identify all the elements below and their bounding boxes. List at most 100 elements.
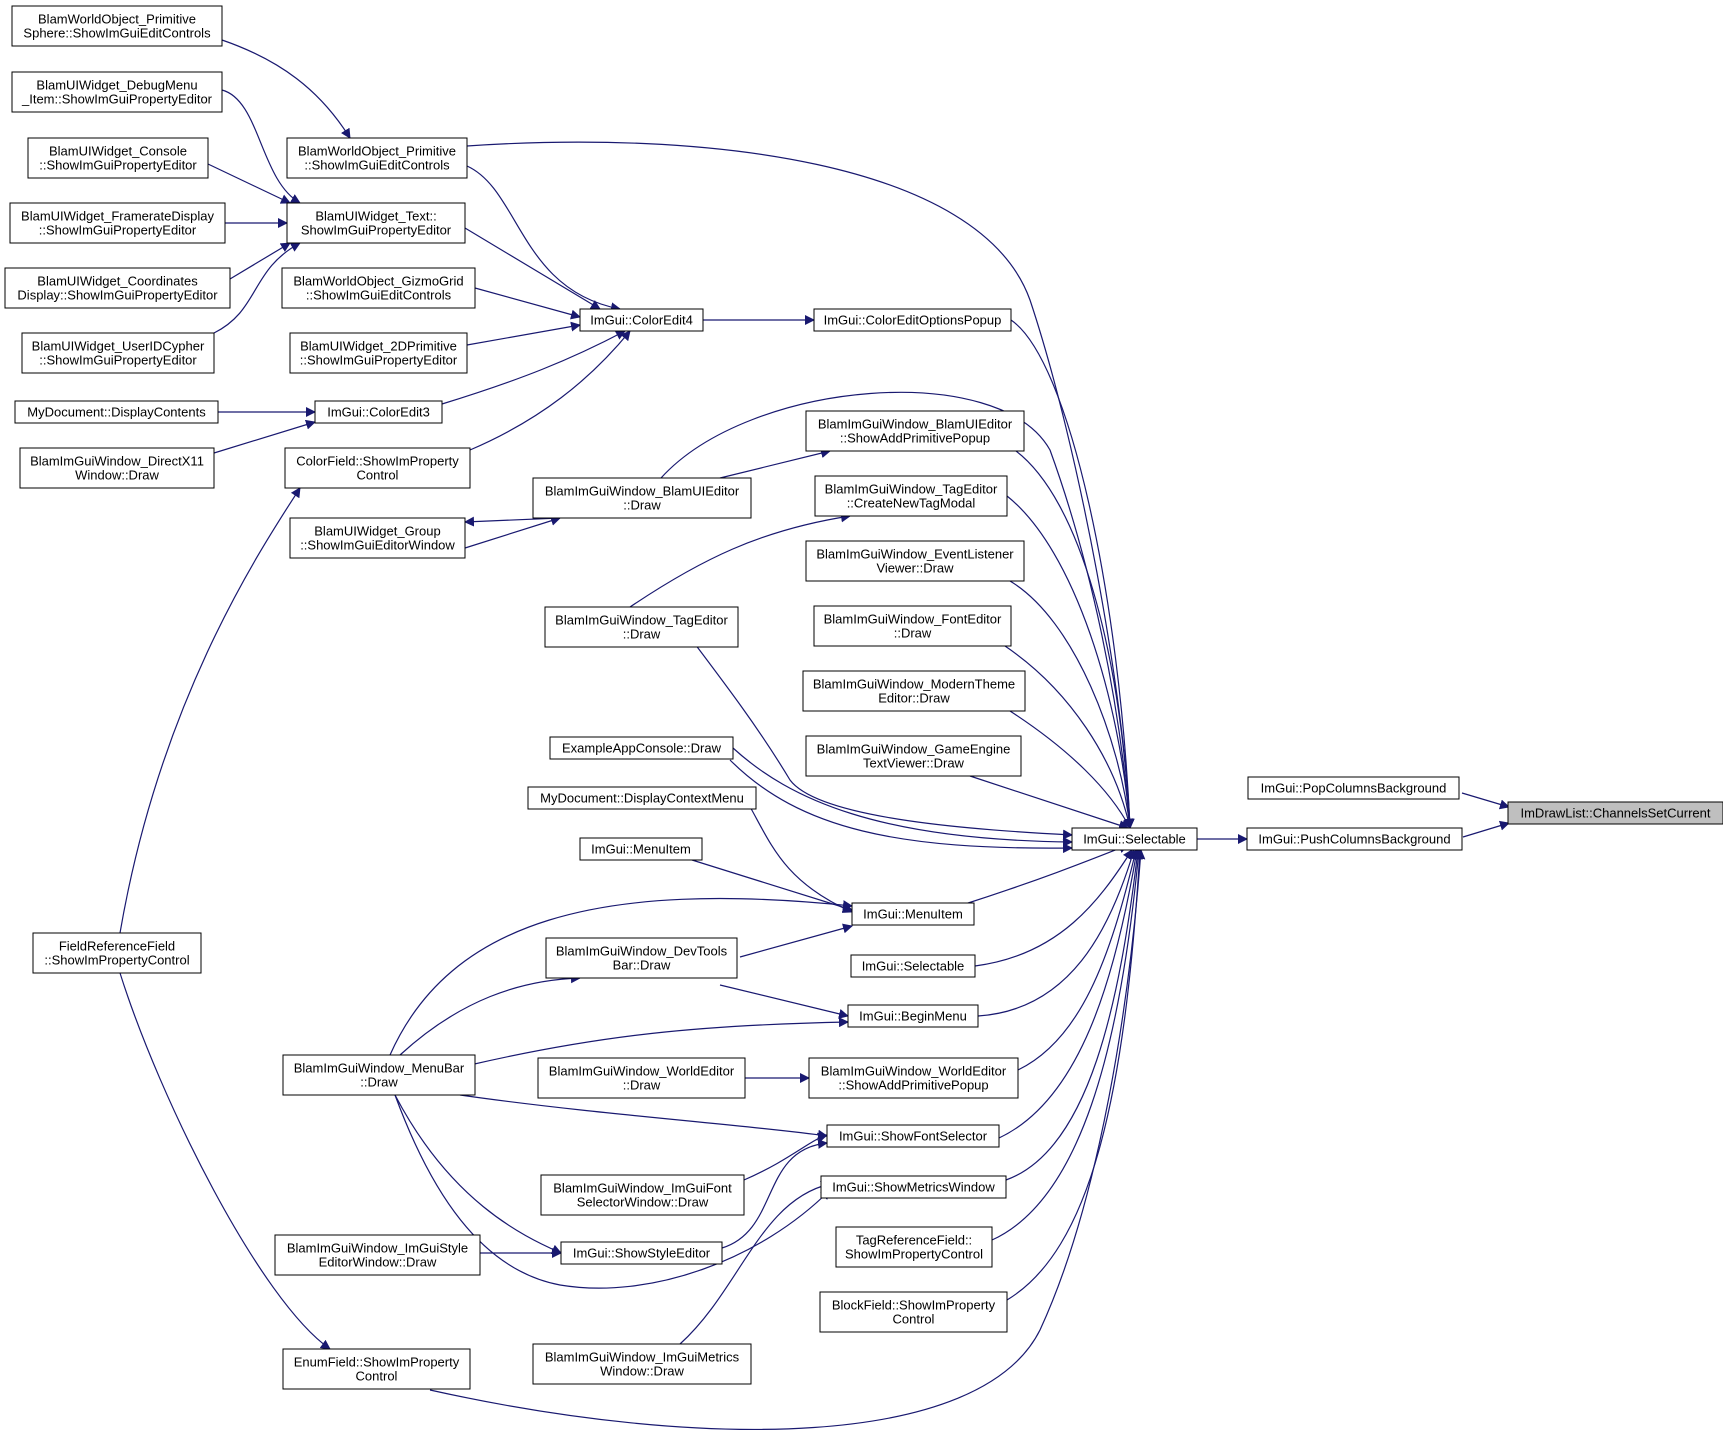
function-node-n15[interactable]: ColorField::ShowImPropertyControl xyxy=(284,447,471,489)
call-edge xyxy=(739,923,853,958)
function-node-n22[interactable]: BlamImGuiWindow_TagEditor::Draw xyxy=(544,606,739,648)
node-label: Sphere::ShowImGuiEditControls xyxy=(23,26,211,41)
call-edge xyxy=(744,797,853,913)
node-label: BlamImGuiWindow_EventListener xyxy=(816,547,1014,562)
call-edge xyxy=(213,419,316,454)
function-node-n3[interactable]: BlamUIWidget_Console::ShowImGuiPropertyE… xyxy=(27,137,209,179)
function-node-n46[interactable]: ImGui::Selectable xyxy=(1071,827,1198,851)
node-box xyxy=(802,670,1026,712)
function-node-n35[interactable]: BlamImGuiWindow_FontEditor::Draw xyxy=(813,605,1012,647)
node-label: BlamImGuiWindow_FontEditor xyxy=(824,612,1002,627)
node-label: BlamImGuiWindow_MenuBar xyxy=(294,1061,465,1076)
function-node-n4[interactable]: BlamUIWidget_FramerateDisplay::ShowImGui… xyxy=(9,202,226,244)
function-node-n20[interactable]: ImGui::ColorEdit4 xyxy=(579,308,704,332)
node-box xyxy=(19,447,215,489)
node-box xyxy=(289,517,466,559)
function-node-n28[interactable]: BlamImGuiWindow_ImGuiFontSelectorWindow:… xyxy=(540,1174,745,1216)
function-node-n23[interactable]: ExampleAppConsole::Draw xyxy=(549,736,734,760)
function-node-n9[interactable]: FieldReferenceField::ShowImPropertyContr… xyxy=(32,932,202,974)
node-box xyxy=(1246,827,1463,851)
function-node-n41[interactable]: BlamImGuiWindow_WorldEditor::ShowAddPrim… xyxy=(808,1057,1019,1099)
function-node-n32[interactable]: BlamImGuiWindow_BlamUIEditor::ShowAddPri… xyxy=(805,410,1025,452)
node-label: BlamImGuiWindow_ImGuiMetrics xyxy=(545,1350,740,1365)
function-node-n38[interactable]: ImGui::MenuItem xyxy=(851,902,975,926)
node-box xyxy=(850,954,976,978)
node-label: BlamImGuiWindow_BlamUIEditor xyxy=(545,484,740,499)
node-box xyxy=(540,1174,745,1216)
function-node-n24[interactable]: MyDocument::DisplayContextMenu xyxy=(527,786,757,810)
call-edge xyxy=(466,321,581,346)
node-label: BlamImGuiWindow_WorldEditor xyxy=(821,1064,1007,1079)
function-node-n2[interactable]: BlamUIWidget_DebugMenu_Item::ShowImGuiPr… xyxy=(11,71,223,113)
function-node-n49[interactable]: ImDrawList::ChannelsSetCurrent xyxy=(1507,801,1723,825)
function-node-n12[interactable]: BlamWorldObject_GizmoGrid::ShowImGuiEdit… xyxy=(281,267,476,309)
node-label: Bar::Draw xyxy=(613,958,671,973)
function-node-n33[interactable]: BlamImGuiWindow_TagEditor::CreateNewTagM… xyxy=(814,475,1008,517)
node-box xyxy=(544,606,739,648)
function-node-n34[interactable]: BlamImGuiWindow_EventListenerViewer::Dra… xyxy=(805,540,1025,582)
node-box xyxy=(851,902,975,926)
function-node-n44[interactable]: TagReferenceField::ShowImPropertyControl xyxy=(835,1226,993,1268)
call-edge xyxy=(464,227,601,310)
node-label: ImGui::ColorEdit4 xyxy=(590,313,693,328)
function-node-n27[interactable]: BlamImGuiWindow_WorldEditor::Draw xyxy=(537,1057,746,1099)
function-node-n16[interactable]: BlamUIWidget_Group::ShowImGuiEditorWindo… xyxy=(289,517,466,559)
function-node-n11[interactable]: BlamUIWidget_Text::ShowImGuiPropertyEdit… xyxy=(286,202,466,244)
function-node-n6[interactable]: BlamUIWidget_UserIDCypher::ShowImGuiProp… xyxy=(21,332,215,374)
node-label: TextViewer::Draw xyxy=(863,756,965,771)
node-label: BlamUIWidget_FramerateDisplay xyxy=(21,209,214,224)
function-node-n1[interactable]: BlamWorldObject_PrimitiveSphere::ShowImG… xyxy=(11,5,223,47)
node-label: SelectorWindow::Draw xyxy=(577,1195,709,1210)
function-node-n5[interactable]: BlamUIWidget_CoordinatesDisplay::ShowImG… xyxy=(4,267,231,309)
function-node-n47[interactable]: ImGui::PopColumnsBackground xyxy=(1247,776,1460,800)
function-node-n48[interactable]: ImGui::PushColumnsBackground xyxy=(1246,827,1463,851)
node-box xyxy=(11,5,223,47)
call-edge xyxy=(1017,849,1139,1071)
node-label: ImGui::MenuItem xyxy=(591,842,691,857)
node-box xyxy=(579,308,704,332)
node-box xyxy=(274,1234,481,1276)
function-node-n42[interactable]: ImGui::ShowFontSelector xyxy=(826,1124,1000,1148)
node-box xyxy=(814,475,1008,517)
node-label: BlamImGuiWindow_DirectX11 xyxy=(30,454,204,469)
node-label: BlockField::ShowImProperty xyxy=(832,1298,996,1313)
function-node-n18[interactable]: BlamImGuiWindow_ImGuiStyleEditorWindow::… xyxy=(274,1234,481,1276)
node-box xyxy=(282,1348,471,1390)
function-node-n25[interactable]: ImGui::MenuItem xyxy=(579,837,703,861)
call-edge xyxy=(679,1181,831,1345)
call-edge xyxy=(119,487,301,934)
function-node-n37[interactable]: BlamImGuiWindow_GameEngineTextViewer::Dr… xyxy=(805,735,1022,777)
function-node-n31[interactable]: ImGui::ColorEditOptionsPopup xyxy=(813,308,1012,332)
function-node-n43[interactable]: ImGui::ShowMetricsWindow xyxy=(820,1175,1007,1199)
node-label: ::ShowImGuiEditorWindow xyxy=(300,538,455,553)
call-edge xyxy=(721,1138,828,1249)
node-label: ImGui::Selectable xyxy=(862,959,965,974)
function-node-n17[interactable]: BlamImGuiWindow_MenuBar::Draw xyxy=(282,1054,476,1096)
call-edge xyxy=(466,165,621,313)
node-box xyxy=(835,1226,993,1268)
function-node-n7[interactable]: MyDocument::DisplayContents xyxy=(14,400,219,424)
function-node-n40[interactable]: ImGui::BeginMenu xyxy=(847,1004,979,1028)
function-node-n19[interactable]: EnumField::ShowImPropertyControl xyxy=(282,1348,471,1390)
edges xyxy=(119,39,1701,1430)
function-node-n13[interactable]: BlamUIWidget_2DPrimitive::ShowImGuiPrope… xyxy=(289,332,468,374)
call-edge xyxy=(974,849,1133,967)
node-box xyxy=(1247,776,1460,800)
node-label: Display::ShowImGuiPropertyEditor xyxy=(17,288,218,303)
node-box xyxy=(805,540,1025,582)
function-node-n45[interactable]: BlockField::ShowImPropertyControl xyxy=(819,1291,1008,1333)
function-node-n29[interactable]: ImGui::ShowStyleEditor xyxy=(560,1241,723,1265)
function-node-n14[interactable]: ImGui::ColorEdit3 xyxy=(314,400,443,424)
node-label: EnumField::ShowImProperty xyxy=(294,1355,460,1370)
node-label: ::Draw xyxy=(894,626,932,641)
function-node-n10[interactable]: BlamWorldObject_Primitive::ShowImGuiEdit… xyxy=(286,137,468,179)
node-box xyxy=(805,410,1025,452)
function-node-n21[interactable]: BlamImGuiWindow_BlamUIEditor::Draw xyxy=(532,477,752,519)
function-node-n39[interactable]: ImGui::Selectable xyxy=(850,954,976,978)
node-label: Viewer::Draw xyxy=(876,561,954,576)
